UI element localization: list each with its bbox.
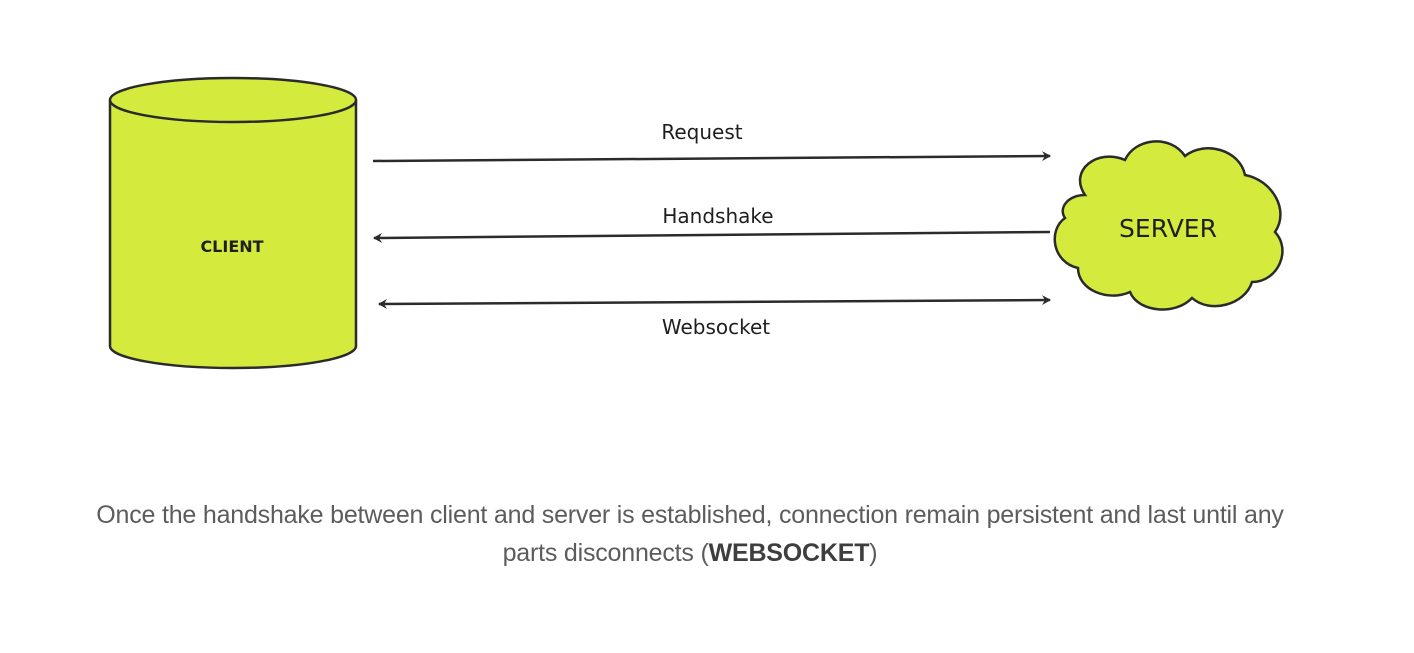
- websocket-diagram: CLIENT SERVER Request Handshake Websocke…: [108, 76, 1284, 370]
- handshake-label: Handshake: [662, 204, 773, 228]
- caption-websocket-emphasis: WEBSOCKET: [708, 539, 870, 567]
- caption-line-1: Once the handshake between client and se…: [96, 501, 1284, 529]
- handshake-arrow-line: [373, 230, 1051, 243]
- server-node: SERVER: [1053, 140, 1284, 311]
- client-label: CLIENT: [200, 237, 263, 256]
- websocket-arrow: Websocket: [378, 295, 1051, 339]
- request-label: Request: [661, 120, 742, 144]
- caption-line-2-suffix: ): [869, 539, 878, 567]
- server-cloud-shape: [1053, 140, 1284, 311]
- server-label: SERVER: [1119, 214, 1217, 243]
- client-node: CLIENT: [108, 76, 358, 370]
- diagram-caption: Once the handshake between client and se…: [20, 496, 1360, 572]
- handshake-arrow: Handshake: [373, 204, 1051, 243]
- caption-line-2-prefix: parts disconnects (: [502, 539, 709, 567]
- caption-line-2: parts disconnects (WEBSOCKET): [20, 534, 1360, 572]
- request-arrow-line: [372, 151, 1051, 163]
- client-cylinder-body: [108, 100, 358, 370]
- client-cylinder-top: [108, 76, 358, 124]
- request-arrow: Request: [372, 120, 1051, 163]
- websocket-label: Websocket: [662, 315, 770, 339]
- websocket-arrow-line: [378, 295, 1051, 309]
